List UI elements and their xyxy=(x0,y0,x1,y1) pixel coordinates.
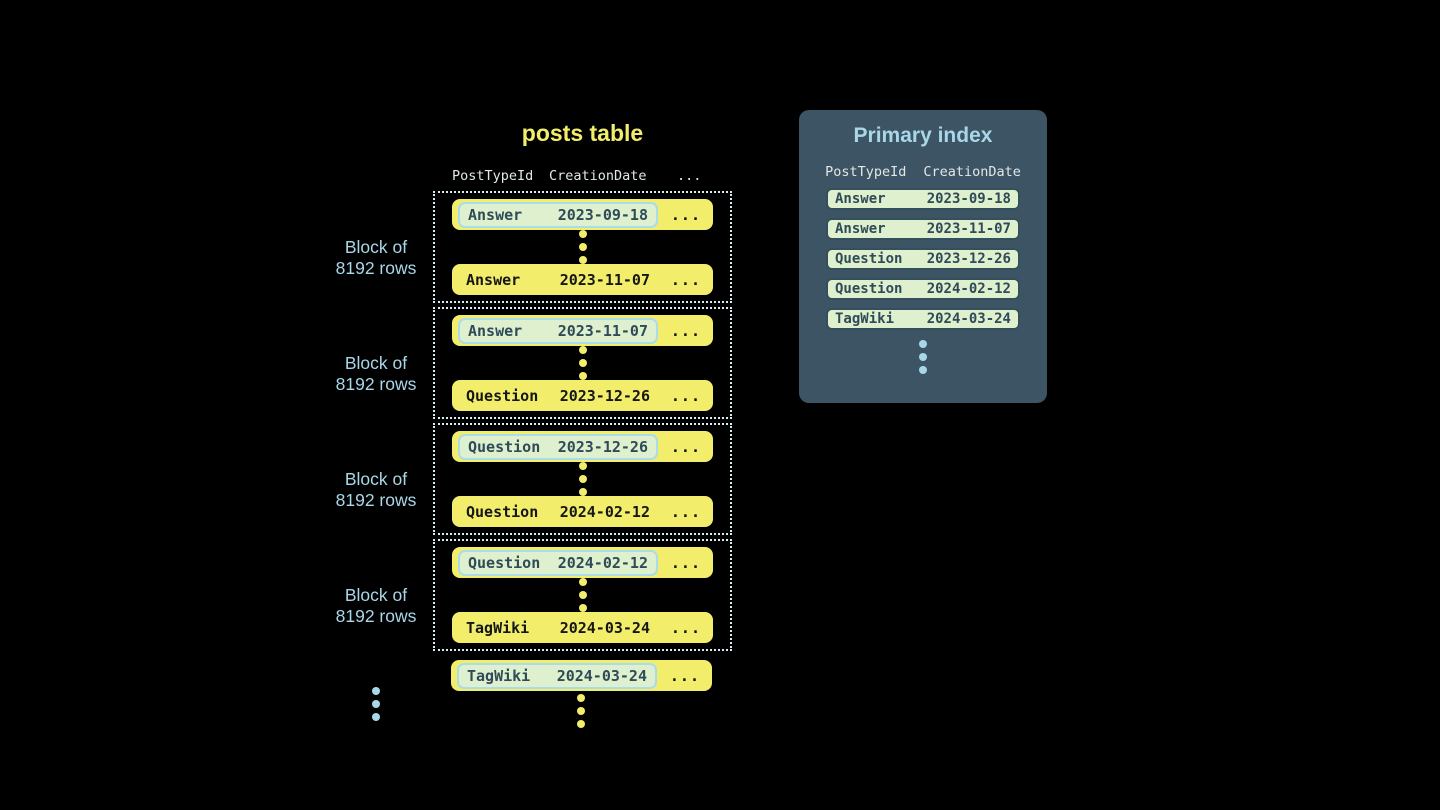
row-key-plain: Answer 2023-11-07 xyxy=(458,267,658,293)
cell-posttypeid: TagWiki xyxy=(466,618,530,637)
table-row: TagWiki 2024-03-24 ... xyxy=(452,612,713,643)
block-label-line2: 8192 rows xyxy=(335,606,417,626)
column-header-posttypeid: PostTypeId xyxy=(825,164,907,180)
block-label-line1: Block of xyxy=(344,469,408,489)
table-row: Answer 2023-11-07 ... xyxy=(452,315,713,346)
table-row: Answer 2023-09-18 ... xyxy=(452,199,713,230)
index-entry: TagWiki 2024-03-24 xyxy=(826,308,1020,330)
row-ellipsis: ... xyxy=(670,553,701,572)
row-ellipsis: ... xyxy=(669,666,700,685)
cell-posttypeid: Question xyxy=(835,281,903,297)
block-label-3: Block of 8192 rows xyxy=(306,469,446,511)
cell-creationdate: 2023-12-26 xyxy=(559,386,650,405)
column-header-creationdate: CreationDate xyxy=(923,164,1021,180)
primary-index-panel: Primary index PostTypeId CreationDate An… xyxy=(799,110,1047,403)
block-label-4: Block of 8192 rows xyxy=(306,585,446,627)
vertical-dots-icon xyxy=(578,230,587,264)
block-label-1: Block of 8192 rows xyxy=(306,237,446,279)
posts-block-3: Question 2023-12-26 ... Question 2024-02… xyxy=(433,423,732,535)
row-key-highlight: Answer 2023-09-18 xyxy=(458,201,658,228)
more-blocks-dots-icon xyxy=(372,687,380,721)
cell-creationdate: 2024-02-12 xyxy=(559,502,650,521)
row-key-highlight: TagWiki 2024-03-24 xyxy=(457,662,657,689)
cell-creationdate: 2024-03-24 xyxy=(556,666,647,685)
posts-block-1: Answer 2023-09-18 ... Answer 2023-11-07 … xyxy=(433,191,732,303)
row-key-plain: Question 2023-12-26 xyxy=(458,383,658,409)
table-row: Answer 2023-11-07 ... xyxy=(452,264,713,295)
cell-posttypeid: Question xyxy=(468,437,541,456)
cell-creationdate: 2023-12-26 xyxy=(926,251,1011,267)
cell-posttypeid: Answer xyxy=(835,221,886,237)
index-entry: Answer 2023-11-07 xyxy=(826,218,1020,240)
vertical-dots-icon xyxy=(578,578,587,612)
block-label-line2: 8192 rows xyxy=(335,258,417,278)
cell-posttypeid: Answer xyxy=(835,191,886,207)
index-entry: Question 2023-12-26 xyxy=(826,248,1020,270)
index-entry: Question 2024-02-12 xyxy=(826,278,1020,300)
block-label-line1: Block of xyxy=(344,353,408,373)
cell-posttypeid: Question xyxy=(466,386,539,405)
row-key-plain: Question 2024-02-12 xyxy=(458,499,658,525)
posts-block-2: Answer 2023-11-07 ... Question 2023-12-2… xyxy=(433,307,732,419)
vertical-dots-icon xyxy=(578,346,587,380)
cell-creationdate: 2023-11-07 xyxy=(926,221,1011,237)
column-header-posttypeid: PostTypeId xyxy=(452,168,534,184)
posts-block-4: Question 2024-02-12 ... TagWiki 2024-03-… xyxy=(433,539,732,651)
cell-creationdate: 2024-02-12 xyxy=(557,553,648,572)
row-ellipsis: ... xyxy=(670,386,701,405)
block-label-line1: Block of xyxy=(344,237,408,257)
cell-creationdate: 2024-02-12 xyxy=(926,281,1011,297)
cell-creationdate: 2023-09-18 xyxy=(557,205,648,224)
row-key-highlight: Question 2023-12-26 xyxy=(458,433,658,460)
block-label-line1: Block of xyxy=(344,585,408,605)
block-label-line2: 8192 rows xyxy=(335,490,417,510)
cell-posttypeid: Question xyxy=(468,553,541,572)
vertical-dots-icon xyxy=(578,462,587,496)
primary-index-header: PostTypeId CreationDate xyxy=(799,164,1047,180)
column-header-ellipsis: ... xyxy=(677,168,702,184)
cell-posttypeid: Answer xyxy=(468,321,523,340)
row-ellipsis: ... xyxy=(670,437,701,456)
cell-posttypeid: TagWiki xyxy=(835,311,895,327)
row-ellipsis: ... xyxy=(670,502,701,521)
cell-creationdate: 2024-03-24 xyxy=(559,618,650,637)
cell-posttypeid: TagWiki xyxy=(467,666,531,685)
table-row: Question 2023-12-26 ... xyxy=(452,431,713,462)
row-key-highlight: Answer 2023-11-07 xyxy=(458,317,658,344)
cell-creationdate: 2023-11-07 xyxy=(557,321,648,340)
vertical-dots-icon xyxy=(919,340,927,374)
cell-creationdate: 2023-11-07 xyxy=(559,270,650,289)
row-ellipsis: ... xyxy=(670,205,701,224)
cell-posttypeid: Question xyxy=(835,251,903,267)
table-row: Question 2024-02-12 ... xyxy=(452,547,713,578)
cell-creationdate: 2023-09-18 xyxy=(926,191,1011,207)
cell-creationdate: 2023-12-26 xyxy=(557,437,648,456)
row-ellipsis: ... xyxy=(670,270,701,289)
primary-index-title: Primary index xyxy=(853,124,993,147)
block-label-line2: 8192 rows xyxy=(335,374,417,394)
table-row: Question 2024-02-12 ... xyxy=(452,496,713,527)
block-label-2: Block of 8192 rows xyxy=(306,353,446,395)
row-key-plain: TagWiki 2024-03-24 xyxy=(458,615,658,641)
table-row-overflow: TagWiki 2024-03-24 ... xyxy=(451,660,712,691)
cell-creationdate: 2024-03-24 xyxy=(926,311,1011,327)
cell-posttypeid: Question xyxy=(466,502,539,521)
vertical-dots-icon xyxy=(577,694,585,728)
posts-table-title: posts table xyxy=(521,120,644,146)
cell-posttypeid: Answer xyxy=(466,270,521,289)
row-key-highlight: Question 2024-02-12 xyxy=(458,549,658,576)
row-ellipsis: ... xyxy=(670,618,701,637)
row-ellipsis: ... xyxy=(670,321,701,340)
column-header-creationdate: CreationDate xyxy=(549,168,647,184)
table-row: Question 2023-12-26 ... xyxy=(452,380,713,411)
index-entry: Answer 2023-09-18 xyxy=(826,188,1020,210)
cell-posttypeid: Answer xyxy=(468,205,523,224)
